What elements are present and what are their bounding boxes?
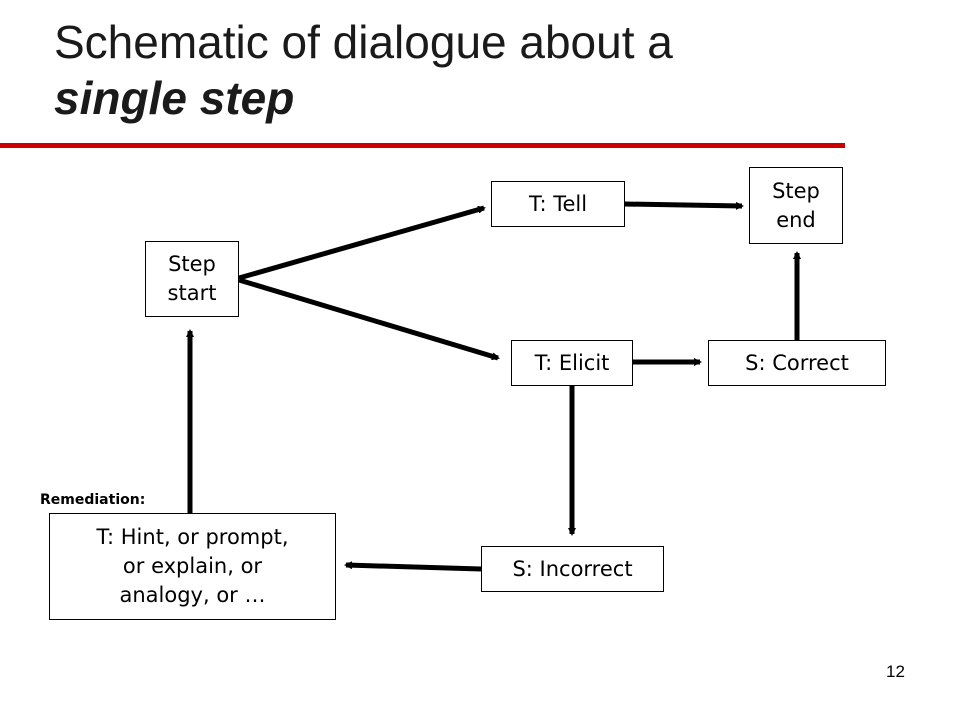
edge-incorrect-to-remediation	[344, 561, 482, 572]
node-s-correct: S: Correct	[708, 340, 886, 386]
edge-start-to-elicit	[238, 277, 500, 361]
title-line-1: Schematic of dialogue about a	[54, 16, 673, 68]
node-s-incorrect: S: Incorrect	[481, 546, 664, 592]
slide-title: Schematic of dialogue about a single ste…	[54, 14, 914, 126]
title-underline	[0, 143, 845, 148]
node-t-tell: T: Tell	[491, 181, 625, 227]
page-number: 12	[886, 662, 905, 681]
node-t-elicit: T: Elicit	[511, 340, 633, 386]
remediation-label: Remediation:	[40, 492, 146, 508]
edge-start-to-tell	[238, 205, 486, 281]
node-step-end: Step end	[749, 167, 843, 244]
edge-tell-to-end	[624, 201, 744, 210]
node-remediation: T: Hint, or prompt, or explain, or analo…	[49, 513, 336, 620]
node-step-start: Step start	[145, 241, 239, 317]
title-line-2: single step	[54, 72, 295, 124]
